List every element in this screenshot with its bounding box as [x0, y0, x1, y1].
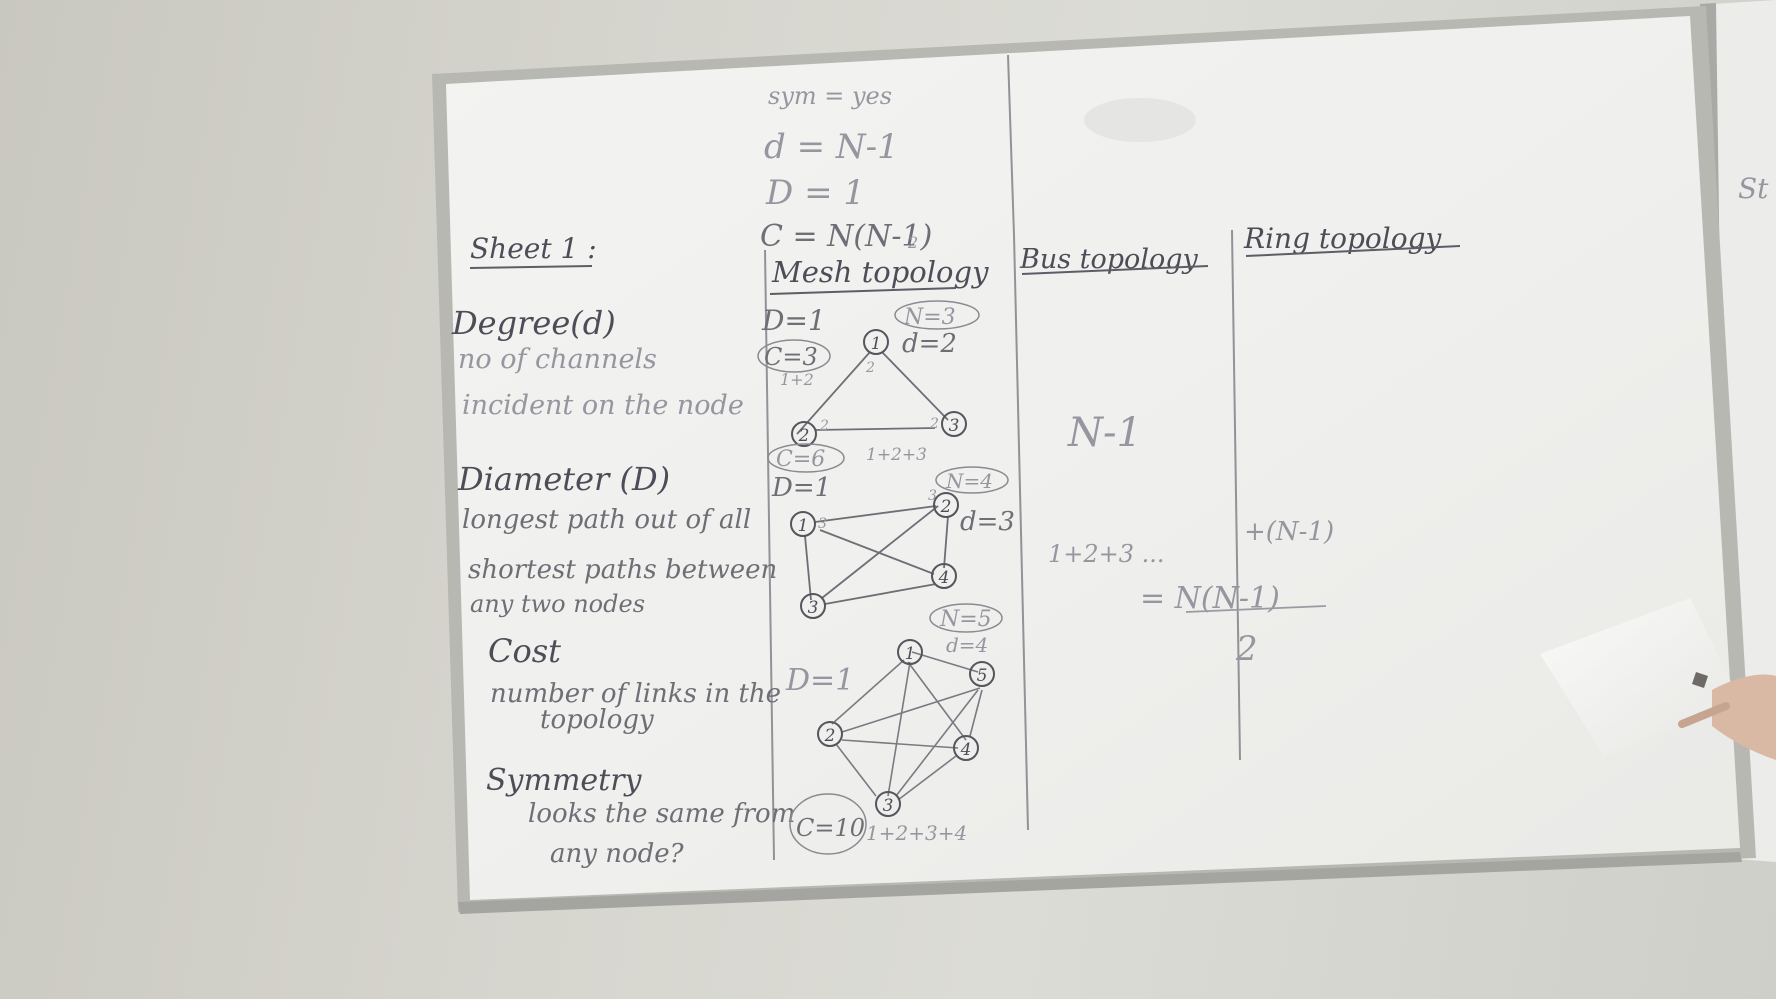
- svg-text:3: 3: [949, 416, 960, 436]
- cost-definition-line-1: number of links in the: [490, 679, 781, 709]
- n4-cost-sum: 1+2+3: [866, 445, 927, 465]
- mesh-heading: Mesh topology: [771, 255, 989, 289]
- bus-note-n-minus-1: N-1: [1067, 410, 1142, 456]
- mesh-column: sym = yes d = N-1 D = 1 C = N(N-1) 2 Mes…: [757, 82, 1015, 855]
- whiteboard: [432, 6, 1756, 914]
- board-smudge: [1084, 98, 1196, 142]
- bus-note-formula-denominator: 2: [1235, 629, 1258, 669]
- svg-text:1: 1: [871, 334, 882, 354]
- n3-diameter: D=1: [761, 304, 826, 337]
- svg-text:1: 1: [905, 644, 916, 664]
- n4-node-4: 4: [931, 563, 957, 589]
- adjacent-board-text: St: [1738, 172, 1769, 205]
- n3-degree-label-2: 2: [819, 418, 829, 434]
- n5-node-3: 3: [875, 791, 901, 817]
- n3-degree-label-3: 2: [929, 416, 939, 432]
- bus-note-last-term: +(N-1): [1244, 517, 1334, 547]
- mesh-example-n3: D=1 N=3 d=2 C=3 1+2 1 2 2 2: [757, 300, 980, 447]
- n4-degree-label-2: 3: [928, 488, 937, 504]
- n4-node-2: 2: [933, 492, 959, 518]
- n4-degree: d=3: [960, 507, 1015, 537]
- svg-text:4: 4: [960, 740, 972, 760]
- svg-text:5: 5: [977, 666, 988, 686]
- n5-cost: C=10: [796, 814, 865, 842]
- n5-node-5: 5: [969, 661, 995, 687]
- mesh-note-cost: C = N(N-1): [760, 219, 932, 254]
- n4-node-1: 1: [790, 511, 816, 537]
- diameter-definition-line-1: longest path out of all: [462, 505, 751, 535]
- degree-definition-line-1: no of channels: [458, 344, 657, 375]
- symmetry-definition-line-1: looks the same from: [528, 799, 795, 829]
- divider-left-mesh: [764, 249, 775, 861]
- mesh-example-n4: C=6 1+2+3 D=1 N=4 d=3 1 3 2: [767, 443, 1015, 619]
- n3-node-1: 1: [863, 329, 889, 355]
- n4-cost: C=6: [776, 447, 825, 472]
- n5-node-4: 4: [953, 735, 979, 761]
- ring-heading: Ring topology: [1243, 222, 1443, 255]
- symmetry-definition-line-2: any node?: [550, 839, 685, 869]
- n5-node-1: 1: [897, 639, 923, 665]
- divider-bus-ring: [1231, 229, 1241, 761]
- mesh-note-cost-denominator: 2: [907, 233, 918, 252]
- degree-definition-line-2: incident on the node: [462, 390, 744, 421]
- board-surface: [446, 16, 1740, 900]
- n5-node-count: N=5: [939, 607, 992, 632]
- cost-definition-line-2: topology: [540, 705, 654, 735]
- n3-node-3: 3: [941, 411, 967, 437]
- svg-text:2: 2: [798, 426, 810, 446]
- n3-node-count: N=3: [903, 305, 956, 330]
- n3-degree: d=2: [902, 329, 957, 359]
- svg-text:3: 3: [883, 796, 894, 816]
- svg-text:3: 3: [808, 598, 819, 618]
- n5-diameter: D=1: [785, 663, 854, 698]
- n4-node-count: N=4: [945, 469, 993, 493]
- mesh-note-degree: d = N-1: [764, 127, 899, 167]
- svg-text:2: 2: [824, 726, 836, 746]
- diameter-definition-line-3: any two nodes: [470, 590, 645, 618]
- ring-column: Ring topology: [1243, 222, 1461, 257]
- hand: [1678, 672, 1776, 760]
- degree-term: Degree(d): [451, 304, 616, 342]
- bus-note-series: 1+2+3 ...: [1048, 540, 1165, 568]
- mesh-note-diameter: D = 1: [765, 173, 865, 213]
- n3-cost-sum: 1+2: [780, 370, 814, 389]
- svg-text:2: 2: [940, 497, 952, 517]
- svg-text:1: 1: [798, 516, 809, 536]
- diameter-term: Diameter (D): [457, 460, 670, 498]
- bus-column: Bus topology N-1 1+2+3 ... +(N-1) = N(N-…: [1019, 244, 1334, 669]
- n5-cost-sum: 1+2+3+4: [866, 821, 967, 845]
- n3-node-2: 2: [791, 421, 817, 447]
- n5-node-2: 2: [817, 721, 843, 747]
- n4-diameter: D=1: [771, 473, 831, 503]
- symmetry-term: Symmetry: [486, 763, 643, 798]
- marker-tray: [458, 852, 1742, 914]
- divider-mesh-bus: [1007, 54, 1029, 831]
- mesh-example-n5: N=5 d=4 D=1 1 2: [785, 603, 1003, 855]
- n5-degree: d=4: [946, 633, 988, 657]
- sheet-heading: Sheet 1 :: [470, 232, 597, 265]
- n4-degree-label-1: 3: [818, 516, 827, 532]
- definitions-column: Sheet 1 : Degree(d) no of channels incid…: [451, 232, 795, 869]
- mesh-note-symmetry: sym = yes: [768, 82, 892, 110]
- cost-term: Cost: [488, 632, 561, 670]
- n3-degree-label-1: 2: [865, 360, 875, 376]
- n3-cost: C=3: [764, 343, 818, 371]
- diameter-definition-line-2: shortest paths between: [468, 555, 777, 585]
- svg-text:4: 4: [938, 568, 950, 588]
- n4-node-3: 3: [800, 593, 826, 619]
